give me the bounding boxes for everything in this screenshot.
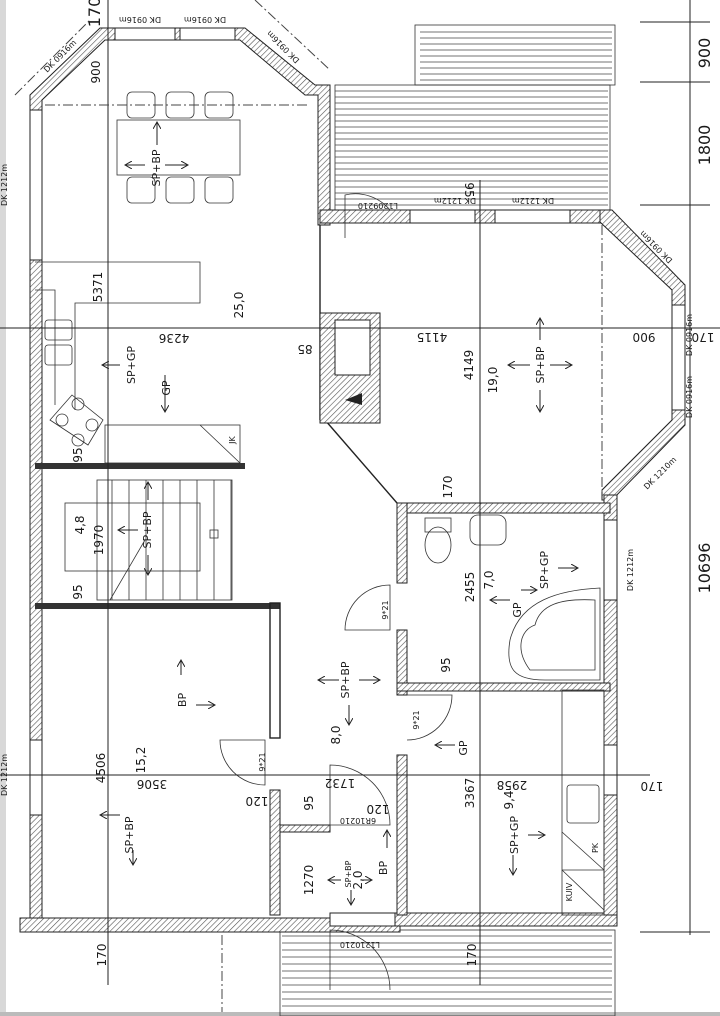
dim-label: 170 bbox=[95, 944, 109, 967]
pk-label: PK bbox=[591, 842, 600, 853]
use-label: SP+BP bbox=[339, 661, 352, 698]
use-label: SP+BP bbox=[344, 860, 353, 887]
dim-label: 3506 bbox=[137, 777, 168, 791]
use-label: BP bbox=[176, 693, 189, 708]
room-use-labels: SP+BP SP+GP GP SP+BP SP+BP SP+GP GP SP+B… bbox=[123, 149, 551, 887]
chair bbox=[126, 176, 156, 204]
window-label: DK 1212m bbox=[626, 549, 635, 591]
dim-label: 95 bbox=[439, 657, 453, 672]
door-swings bbox=[219, 193, 453, 991]
room-area-labels: 25,0 19,0 4,8 7,0 8,0 15,2 2,0 9,4 bbox=[73, 292, 516, 890]
use-label: GP bbox=[511, 602, 524, 618]
page-edge bbox=[0, 0, 6, 1016]
window-label: DK 0916m bbox=[685, 376, 694, 418]
kitchen-counter bbox=[35, 261, 241, 464]
dim-label: 4149 bbox=[462, 350, 476, 381]
use-label: BP bbox=[377, 861, 390, 876]
use-label: SP+GP bbox=[508, 816, 521, 854]
door-label: L1210210 bbox=[340, 940, 380, 949]
dim-label: 2455 bbox=[463, 572, 477, 603]
use-label: SP+GP bbox=[538, 551, 551, 589]
dim-label: 170 bbox=[641, 779, 664, 793]
use-label: SP+BP bbox=[123, 816, 136, 853]
dim-label: 10696 bbox=[695, 543, 714, 594]
use-label: GP bbox=[457, 740, 470, 756]
area-living: 25,0 bbox=[232, 292, 246, 319]
dim-label: 900 bbox=[695, 38, 714, 69]
dim-label: 95 bbox=[71, 447, 85, 462]
dim-label: 170 bbox=[85, 0, 104, 27]
bottom-terrace bbox=[279, 929, 616, 1016]
window-label: DK 0916m bbox=[119, 15, 161, 24]
dim-label: 3367 bbox=[463, 778, 477, 809]
top-terrace bbox=[334, 24, 616, 211]
dim-label: 1970 bbox=[92, 525, 106, 556]
window-label: DK 1212m bbox=[512, 196, 554, 205]
use-label: SP+GP bbox=[125, 346, 138, 384]
dim-label: 95 bbox=[302, 795, 316, 810]
page-bottom-edge bbox=[0, 1012, 720, 1016]
dim-label: 170 bbox=[692, 330, 715, 344]
dim-label: 120 bbox=[367, 802, 390, 816]
window-label: DK 1212m bbox=[0, 164, 9, 206]
dim-label: 1800 bbox=[695, 125, 714, 166]
area-hall: 8,0 bbox=[329, 725, 343, 744]
jk-label: JK bbox=[228, 435, 237, 444]
window-label: DK 1212m bbox=[0, 754, 9, 796]
dimension-labels: 170 900 5371 4236 85 4115 4149 900 170 9… bbox=[71, 0, 714, 966]
window-label: DK 0916m bbox=[184, 15, 226, 24]
dim-label: 95 bbox=[71, 584, 85, 599]
chair bbox=[204, 176, 234, 204]
door-label: L1209210 bbox=[358, 201, 398, 210]
fireplace bbox=[319, 312, 381, 424]
area-stairs: 4,8 bbox=[73, 515, 87, 534]
door-label: 9*21 bbox=[381, 600, 390, 619]
dim-label: 5371 bbox=[91, 272, 105, 303]
stair-handrail bbox=[109, 539, 146, 601]
staircase bbox=[64, 479, 233, 601]
window-label: DK 1212m bbox=[434, 196, 476, 205]
dim-label: 4506 bbox=[94, 753, 108, 784]
dim-label: 120 bbox=[246, 794, 269, 808]
area-lounge: 19,0 bbox=[486, 367, 500, 394]
door-label: 6R10210 bbox=[340, 816, 376, 825]
area-utility: 9,4 bbox=[502, 790, 516, 809]
window-label: DK 0916m bbox=[685, 314, 694, 356]
utility-fixtures bbox=[561, 689, 605, 916]
door-labels: L1209210 9*21 9*21 9*21 6R10210 L1210210 bbox=[258, 201, 421, 949]
dim-label: 4236 bbox=[159, 331, 190, 345]
use-label: SP+BP bbox=[141, 511, 154, 548]
area-bedroom: 15,2 bbox=[134, 747, 148, 774]
dim-label: 4115 bbox=[417, 330, 448, 344]
dim-label: 170 bbox=[441, 476, 455, 499]
dim-label: 1270 bbox=[302, 865, 316, 896]
area-bathroom: 7,0 bbox=[482, 570, 496, 589]
use-label: SP+BP bbox=[150, 149, 163, 186]
chair bbox=[165, 176, 195, 204]
dim-label: 95 bbox=[462, 182, 476, 197]
door-label: 9*21 bbox=[412, 710, 421, 729]
use-label: SP+BP bbox=[534, 346, 547, 383]
area-wc: 2,0 bbox=[351, 870, 365, 889]
direction-arrows bbox=[100, 122, 578, 905]
dim-label: 2958 bbox=[497, 778, 528, 792]
use-label: GP bbox=[160, 380, 173, 396]
dim-label: 900 bbox=[633, 330, 656, 344]
dining-table bbox=[116, 91, 241, 204]
fixture-labels: JK PK KUIV bbox=[228, 435, 600, 901]
kuiv-label: KUIV bbox=[565, 882, 574, 901]
bathroom-fixtures bbox=[424, 514, 601, 681]
dim-label: 1732 bbox=[325, 776, 356, 790]
exterior-walls bbox=[19, 27, 686, 933]
dim-label: 85 bbox=[297, 342, 312, 356]
dim-label: 170 bbox=[465, 944, 479, 967]
dim-label: 900 bbox=[89, 61, 103, 84]
door-label: 9*21 bbox=[258, 752, 267, 771]
